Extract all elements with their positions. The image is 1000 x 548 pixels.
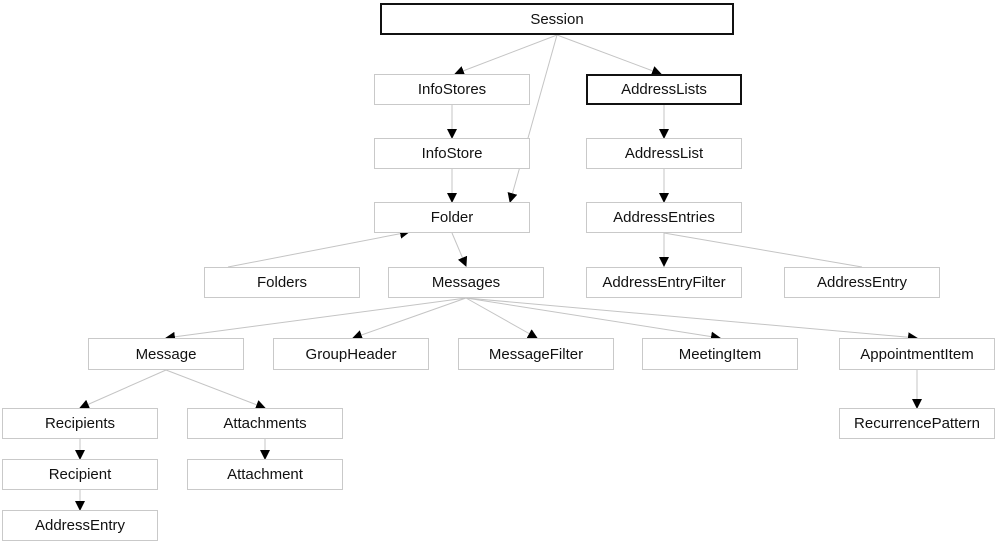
node-recipient: Recipient bbox=[2, 459, 158, 490]
edge-messages-appointmentitem bbox=[465, 297, 918, 343]
node-addressentries: AddressEntries bbox=[586, 202, 742, 233]
edge-message-recipients bbox=[79, 369, 167, 409]
node-addressentry-bottom: AddressEntry bbox=[2, 510, 158, 541]
node-appointmentitem: AppointmentItem bbox=[839, 338, 995, 370]
node-addresslists: AddressLists bbox=[586, 74, 742, 105]
node-messagefilter: MessageFilter bbox=[458, 338, 614, 370]
node-messages: Messages bbox=[388, 267, 544, 298]
edge-messages-groupheader bbox=[352, 297, 467, 340]
edge-session-infostores bbox=[454, 34, 558, 76]
node-infostore: InfoStore bbox=[374, 138, 530, 169]
node-session: Session bbox=[380, 3, 734, 35]
node-recipients: Recipients bbox=[2, 408, 158, 439]
node-recurrencepattern: RecurrencePattern bbox=[839, 408, 995, 439]
node-addressentry-top: AddressEntry bbox=[784, 267, 940, 298]
node-attachment: Attachment bbox=[187, 459, 343, 490]
edge-addressentries-addressentry bbox=[663, 232, 863, 268]
edge-session-folder bbox=[507, 34, 558, 203]
node-message: Message bbox=[88, 338, 244, 370]
edge-folders-folder bbox=[227, 228, 410, 268]
node-groupheader: GroupHeader bbox=[273, 338, 429, 370]
edge-messages-meetingitem bbox=[465, 297, 721, 342]
node-meetingitem: MeetingItem bbox=[642, 338, 798, 370]
edge-folder-messages bbox=[451, 232, 468, 267]
node-addresslist: AddressList bbox=[586, 138, 742, 169]
edge-session-addresslists bbox=[556, 34, 662, 76]
node-addressentryfilter: AddressEntryFilter bbox=[586, 267, 742, 298]
node-infostores: InfoStores bbox=[374, 74, 530, 105]
node-attachments: Attachments bbox=[187, 408, 343, 439]
node-folders: Folders bbox=[204, 267, 360, 298]
node-folder: Folder bbox=[374, 202, 530, 233]
edge-message-attachments bbox=[165, 369, 266, 410]
edge-messages-message bbox=[165, 297, 467, 342]
edge-messages-messagefilter bbox=[465, 297, 538, 339]
